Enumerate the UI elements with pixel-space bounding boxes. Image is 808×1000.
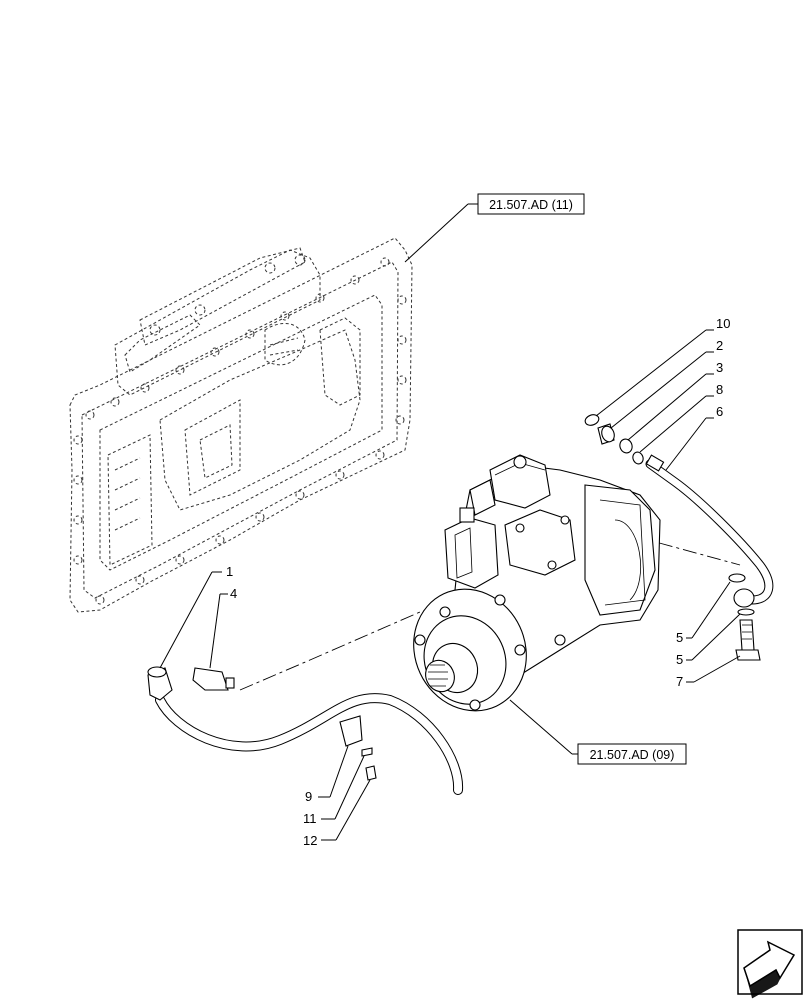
adapter-fitting-2: [597, 423, 615, 445]
washer-5a: [728, 573, 746, 583]
o-ring-10: [584, 414, 600, 426]
callout-9: 9: [305, 789, 312, 804]
banjo-fitting: [728, 573, 761, 661]
frame-reference-label[interactable]: 21.507.AD (11): [489, 198, 573, 212]
callout-labels: 10 2 3 8 6 5 5 7 1 4 9 11 12: [226, 316, 730, 848]
callout-2: 2: [716, 338, 723, 353]
callout-1: 1: [226, 564, 233, 579]
callout-5b: 5: [676, 652, 683, 667]
callout-4: 4: [230, 586, 237, 601]
callout-5a: 5: [676, 630, 683, 645]
pipe-6: [645, 459, 774, 605]
transmission-housing: [69, 237, 413, 613]
elbow-fitting-1: [147, 666, 173, 701]
reference-frame-link[interactable]: 21.507.AD (11): [404, 193, 585, 263]
upper-fittings: [584, 414, 774, 605]
part-12: [365, 765, 377, 781]
part-11: [361, 747, 373, 757]
nut-8: [632, 451, 644, 465]
next-page-arrow-icon[interactable]: [737, 929, 803, 999]
bolt-holes: [73, 254, 407, 605]
banjo-bolt-7: [739, 619, 755, 651]
callout-3: 3: [716, 360, 723, 375]
banjo-5: [733, 588, 755, 608]
callout-6: 6: [716, 404, 723, 419]
adapter-4: [192, 667, 235, 691]
seal-3: [619, 438, 633, 454]
hydraulic-pump: [413, 454, 661, 712]
pump-reference-label[interactable]: 21.507.AD (09): [590, 748, 675, 762]
callout-10: 10: [716, 316, 730, 331]
callout-12: 12: [303, 833, 317, 848]
callout-leaders: [159, 329, 741, 841]
clip-9: [339, 715, 363, 747]
callout-7: 7: [676, 674, 683, 689]
reference-pump-link[interactable]: 21.507.AD (09): [509, 699, 687, 765]
lower-hose-assembly: [147, 666, 464, 795]
callout-11: 11: [303, 811, 317, 826]
callout-8: 8: [716, 382, 723, 397]
washer-5b: [737, 608, 755, 616]
